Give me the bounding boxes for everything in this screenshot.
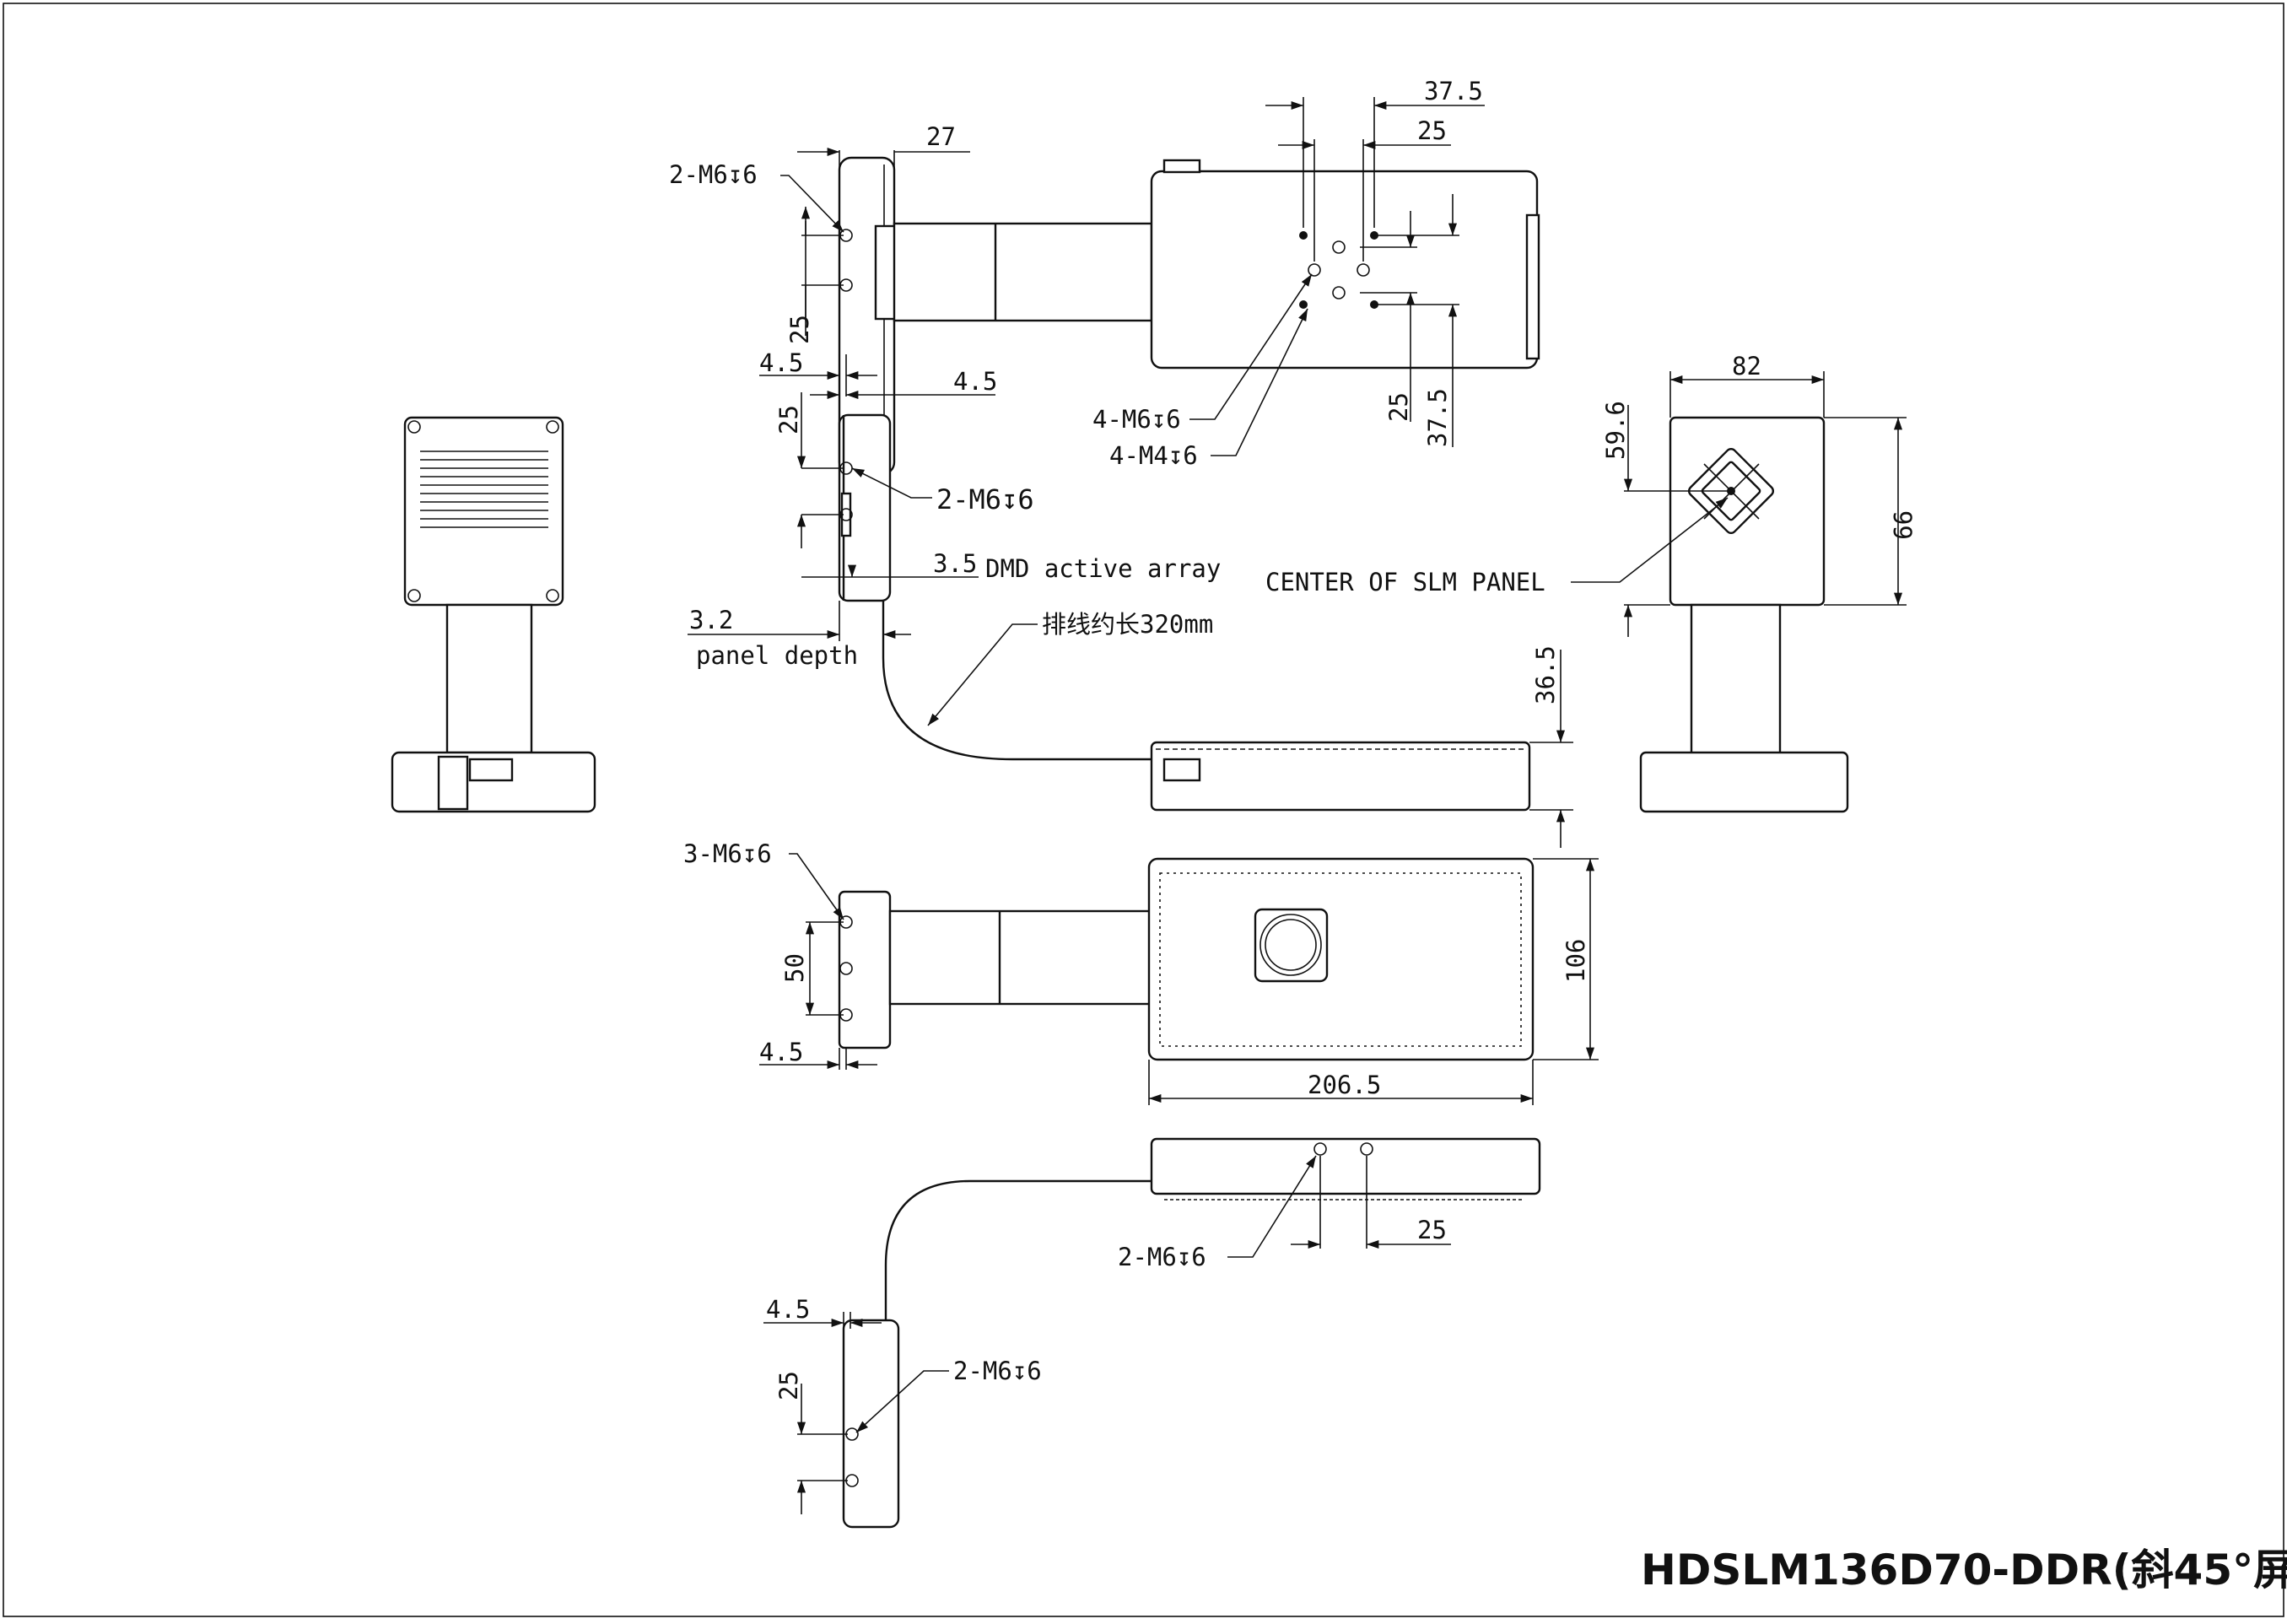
label-2-m6-d: 2-M6↧6 bbox=[953, 1357, 1042, 1385]
dim-37-5-b: 37.5 bbox=[1423, 388, 1452, 447]
label-panel-depth: panel depth bbox=[696, 641, 858, 670]
driver-box-fan bbox=[1147, 857, 1535, 1061]
dim-25-c: 25 bbox=[1384, 392, 1413, 422]
label-dmd-active-array: DMD active array bbox=[985, 554, 1221, 583]
dim-4-5-a: 4.5 bbox=[759, 348, 803, 377]
dim-36-5: 36.5 bbox=[1531, 645, 1560, 704]
view-top-assembly: 27 25 4.5 37.5 25 37.5 25 2-M6↧6 4-M6↧6 … bbox=[669, 77, 1540, 476]
driver-box-bottom bbox=[1150, 1137, 1541, 1195]
label-2-m6-c: 2-M6↧6 bbox=[1118, 1243, 1206, 1271]
dim-25-a: 25 bbox=[785, 315, 814, 344]
hole-pattern bbox=[1299, 231, 1378, 309]
label-2-m6-b: 2-M6↧6 bbox=[936, 483, 1034, 515]
dim-4-5-c: 4.5 bbox=[759, 1038, 803, 1066]
driver-box-top bbox=[1150, 170, 1539, 370]
view-left-front bbox=[391, 416, 596, 813]
flex-cable bbox=[882, 601, 1152, 761]
dim-4-5-b: 4.5 bbox=[953, 367, 997, 396]
drawing-title: HDSLM136D70-DDR(斜45°屏) bbox=[1641, 1546, 2287, 1594]
label-2-m6-a: 2-M6↧6 bbox=[669, 160, 758, 189]
view-fan-top: 3-M6↧6 50 4.5 106 206.5 bbox=[683, 839, 1599, 1105]
dim-25-b: 25 bbox=[1417, 116, 1447, 145]
box-front-right bbox=[1639, 751, 1849, 813]
dim-27: 27 bbox=[926, 122, 956, 151]
dim-50: 50 bbox=[780, 953, 809, 983]
label-4-m6: 4-M6↧6 bbox=[1092, 405, 1181, 434]
flex-cable-bottom bbox=[884, 1179, 1152, 1320]
dim-25-f: 25 bbox=[774, 1371, 803, 1400]
dim-206-5: 206.5 bbox=[1308, 1071, 1381, 1099]
view-bottom: 25 2-M6↧6 4.5 25 2-M6↧6 bbox=[763, 1137, 1541, 1529]
dim-25-e: 25 bbox=[1417, 1216, 1447, 1244]
view-right-front: 82 59.6 99 CENTER OF SLM PANEL bbox=[1265, 352, 1917, 813]
panel-head bbox=[838, 413, 892, 602]
dim-59-6: 59.6 bbox=[1601, 401, 1630, 460]
vent-slots bbox=[420, 451, 548, 528]
dim-4-5-d: 4.5 bbox=[766, 1295, 810, 1324]
dim-3-5: 3.5 bbox=[933, 549, 977, 578]
label-3-m6: 3-M6↧6 bbox=[683, 839, 772, 868]
label-cable-length: 排线约长320mm bbox=[1042, 610, 1213, 639]
dim-99: 99 bbox=[1888, 510, 1917, 540]
dim-106: 106 bbox=[1562, 939, 1590, 983]
arm-tube bbox=[893, 222, 1153, 322]
dim-3-2: 3.2 bbox=[689, 606, 733, 634]
label-4-m4: 4-M4↧6 bbox=[1109, 441, 1198, 470]
dim-25-d: 25 bbox=[774, 405, 803, 434]
driver-box-side bbox=[1150, 741, 1531, 812]
label-center-slm-panel: CENTER OF SLM PANEL bbox=[1265, 568, 1545, 596]
dim-37-5-a: 37.5 bbox=[1424, 77, 1483, 105]
view-side-cable: 4.5 25 2-M6↧6 3.5 DMD active array 3.2 p… bbox=[688, 367, 1573, 848]
head-front bbox=[403, 416, 564, 607]
dim-82: 82 bbox=[1732, 352, 1761, 380]
sheet-border bbox=[3, 3, 2284, 1617]
